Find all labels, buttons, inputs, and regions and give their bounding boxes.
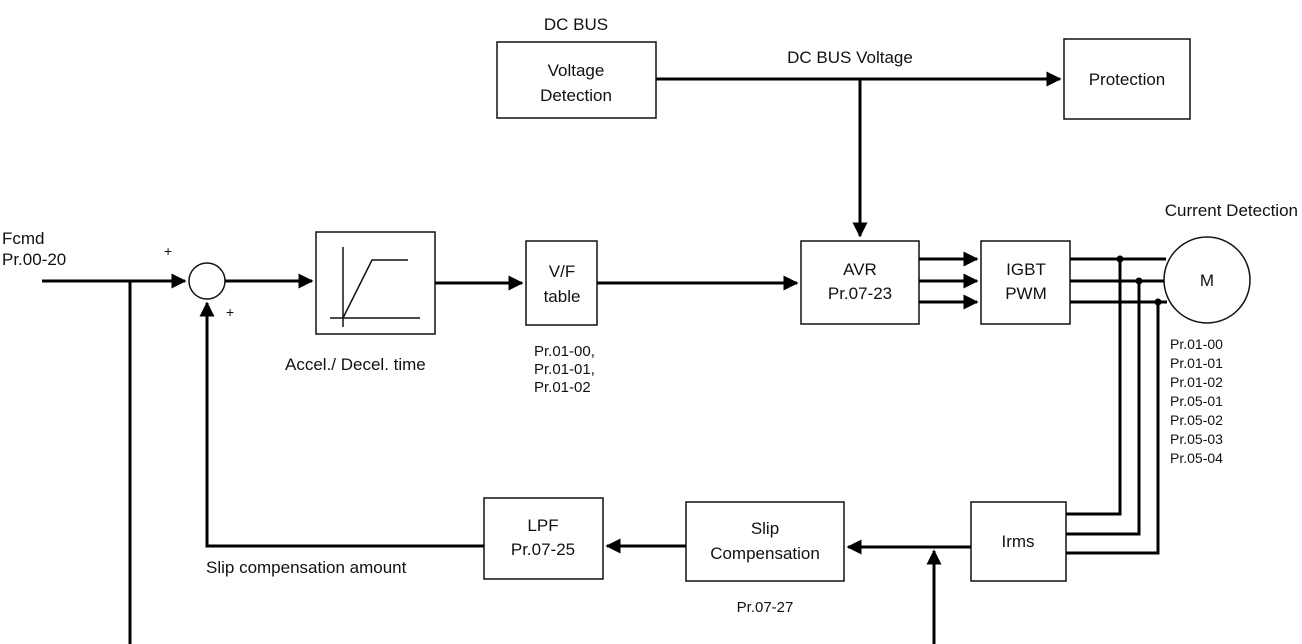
protection-label: Protection — [1089, 70, 1166, 89]
motor-param-4: Pr.05-01 — [1170, 393, 1223, 409]
fcmd-param-label: Pr.00-20 — [2, 250, 66, 269]
motor-param-2: Pr.01-01 — [1170, 355, 1223, 371]
motor-param-3: Pr.01-02 — [1170, 374, 1223, 390]
current-tap-3 — [1066, 302, 1160, 555]
motor-param-1: Pr.01-00 — [1170, 336, 1223, 352]
irms-block: Irms — [970, 501, 1067, 582]
igbt-line2: PWM — [1005, 284, 1047, 303]
tap-dot-1 — [1116, 255, 1124, 263]
voltage-detection-line1: Voltage — [548, 61, 605, 80]
slip-comp-amount-label: Slip compensation amount — [206, 558, 407, 577]
accel-decel-label: Accel./ Decel. time — [285, 355, 426, 374]
voltage-detection-line2: Detection — [540, 86, 612, 105]
slip-comp-line1: Slip — [751, 519, 779, 538]
lpf-line1: LPF — [527, 516, 558, 535]
vf-table-line2: table — [544, 287, 581, 306]
lpf-line2: Pr.07-25 — [511, 540, 575, 559]
dc-bus-label: DC BUS — [544, 15, 608, 34]
motor-label: M — [1200, 271, 1214, 290]
slip-compensation-block: Slip Compensation — [685, 501, 845, 582]
avr-block: AVR Pr.07-23 — [800, 240, 920, 325]
protection-block: Protection — [1063, 38, 1191, 120]
igbt-line1: IGBT — [1006, 260, 1046, 279]
lpf-block: LPF Pr.07-25 — [483, 497, 604, 580]
slip-param-label: Pr.07-27 — [737, 599, 794, 616]
avr-line2: Pr.07-23 — [828, 284, 892, 303]
dc-bus-voltage-label: DC BUS Voltage — [787, 48, 913, 67]
vf-param-1: Pr.01-00, — [534, 343, 595, 360]
vf-param-3: Pr.01-02 — [534, 379, 591, 396]
irms-label: Irms — [1001, 532, 1034, 551]
plus-sign-top: + — [164, 243, 172, 259]
vf-table-line1: V/F — [549, 262, 575, 281]
voltage-detection-block: Voltage Detection — [496, 41, 657, 119]
motor-block: M — [1163, 236, 1251, 324]
current-detection-label: Current Detection — [1165, 201, 1298, 220]
igbt-pwm-block: IGBT PWM — [980, 240, 1071, 325]
tap-dot-2 — [1135, 277, 1143, 285]
accel-decel-block — [315, 231, 436, 335]
vf-param-2: Pr.01-01, — [534, 361, 595, 378]
current-tap-1 — [1066, 259, 1122, 516]
motor-param-7: Pr.05-04 — [1170, 450, 1223, 466]
plus-sign-bottom: + — [226, 304, 234, 320]
current-tap-2 — [1066, 281, 1141, 536]
tap-dot-3 — [1154, 298, 1162, 306]
slip-comp-line2: Compensation — [710, 544, 820, 563]
lpf-feedback-line — [199, 301, 484, 548]
motor-param-6: Pr.05-03 — [1170, 431, 1223, 447]
vf-table-block: V/F table — [525, 240, 598, 326]
motor-param-5: Pr.05-02 — [1170, 412, 1223, 428]
avr-line1: AVR — [843, 260, 877, 279]
fcmd-label: Fcmd — [2, 229, 45, 248]
accel-decel-ramp — [342, 259, 408, 319]
summing-junction — [188, 262, 226, 300]
